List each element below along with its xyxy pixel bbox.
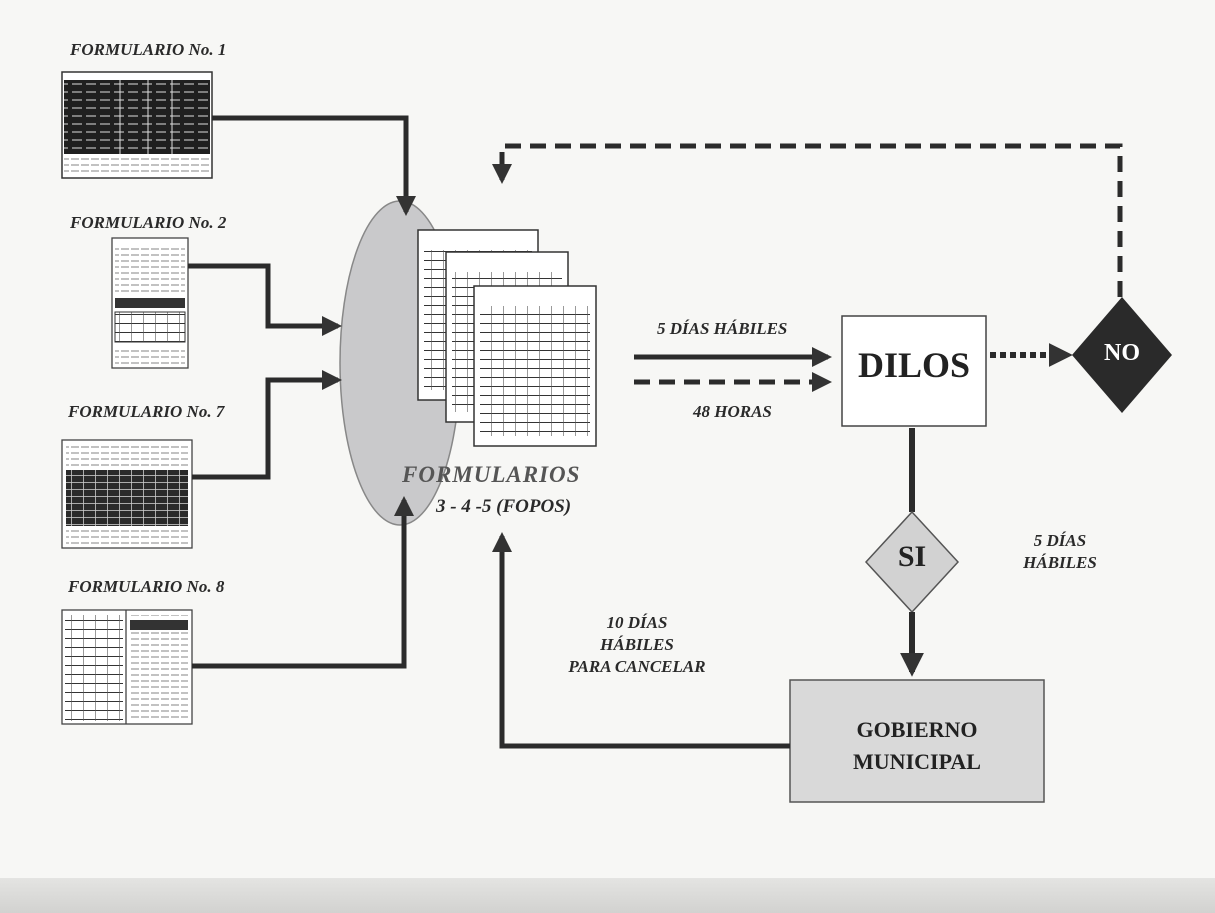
gobierno-line-1: GOBIERNO	[790, 714, 1044, 746]
form-2-thumbnail	[112, 238, 188, 368]
si-days-line-2: HÁBILES	[1015, 552, 1105, 574]
return-days-label: 10 DÍAS HÁBILES PARA CANCELAR	[557, 612, 717, 678]
gobierno-line-2: MUNICIPAL	[790, 746, 1044, 778]
form-7-connector	[192, 380, 338, 477]
forty-eight-hours-label: 48 HORAS	[693, 401, 772, 423]
si-days-label: 5 DÍAS HÁBILES	[1015, 530, 1105, 574]
return-days-line-1: 10 DÍAS	[557, 612, 717, 634]
page-bottom-band	[0, 878, 1215, 913]
return-days-line-2: HÁBILES	[557, 634, 717, 656]
formularios-title: FORMULARIOS	[402, 462, 580, 488]
form-2-label: FORMULARIO No. 2	[70, 213, 226, 233]
gobierno-municipal-label: GOBIERNO MUNICIPAL	[790, 714, 1044, 778]
form-1-label: FORMULARIO No. 1	[70, 40, 226, 60]
form-8-thumbnail	[62, 610, 192, 724]
si-label: SI	[872, 540, 952, 574]
form-8-label: FORMULARIO No. 8	[68, 577, 224, 597]
form-1-thumbnail	[62, 72, 212, 178]
form-2-connector	[188, 266, 338, 326]
return-days-line-3: PARA CANCELAR	[557, 656, 717, 678]
formularios-subtitle: 3 - 4 -5 (FOPOS)	[436, 496, 571, 518]
si-days-line-1: 5 DÍAS	[1015, 530, 1105, 552]
no-feedback-loop	[502, 146, 1120, 297]
dilos-label: DILOS	[842, 344, 986, 386]
form-1-connector	[212, 118, 406, 212]
no-label: NO	[1082, 340, 1162, 367]
five-days-label: 5 DÍAS HÁBILES	[657, 318, 787, 340]
form-7-label: FORMULARIO No. 7	[68, 402, 224, 422]
form-7-thumbnail	[62, 440, 192, 548]
